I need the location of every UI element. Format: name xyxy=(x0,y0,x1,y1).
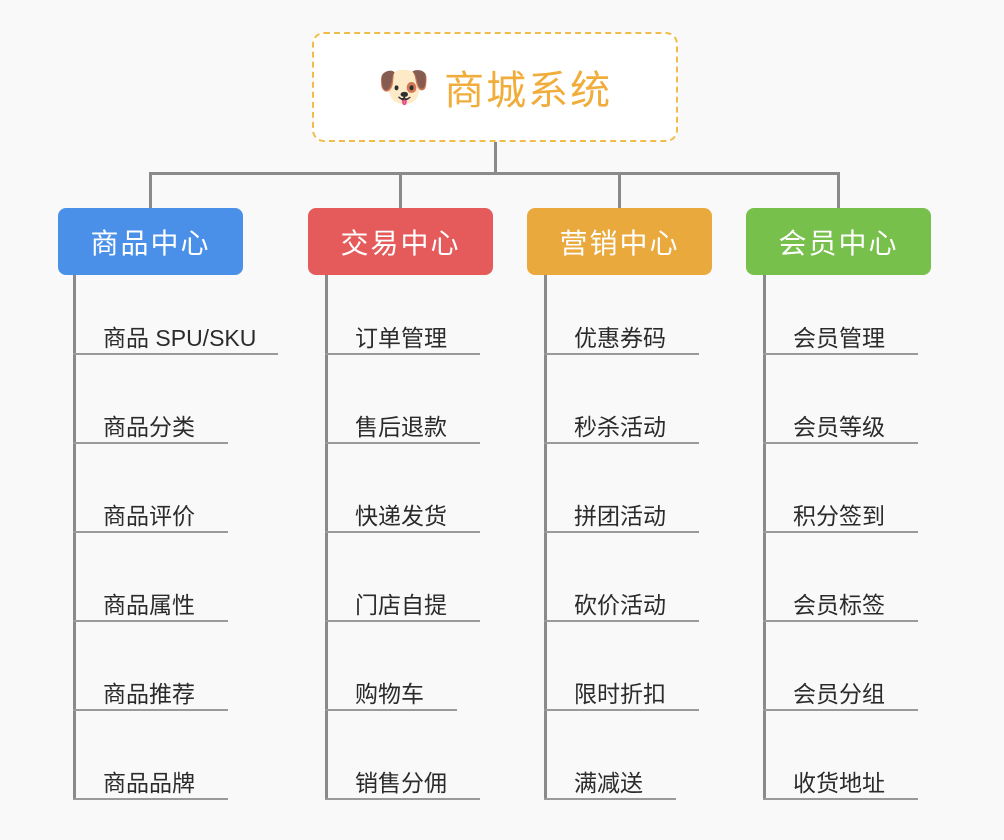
leaf-item[interactable]: 拼团活动 xyxy=(544,485,699,533)
connector-segment xyxy=(618,172,621,208)
leaf-label: 会员管理 xyxy=(793,324,885,351)
leaf-item[interactable]: 商品评价 xyxy=(73,485,228,533)
branch-trunk-trade-center xyxy=(325,275,328,800)
leaf-label: 会员等级 xyxy=(793,413,885,440)
leaf-label: 积分签到 xyxy=(793,502,885,529)
leaf-label: 限时折扣 xyxy=(574,680,666,707)
leaf-item[interactable]: 门店自提 xyxy=(325,574,480,622)
leaf-label: 满减送 xyxy=(574,769,643,796)
leaf-item[interactable]: 限时折扣 xyxy=(544,663,699,711)
leaf-item[interactable]: 订单管理 xyxy=(325,307,480,355)
leaf-item[interactable]: 会员管理 xyxy=(763,307,918,355)
branch-node-member-center[interactable]: 会员中心 xyxy=(746,208,931,275)
leaf-item[interactable]: 会员等级 xyxy=(763,396,918,444)
dog-face-icon: 🐶 xyxy=(377,63,431,110)
leaf-item[interactable]: 会员分组 xyxy=(763,663,918,711)
leaf-label: 秒杀活动 xyxy=(574,413,666,440)
leaf-label: 商品推荐 xyxy=(103,680,195,707)
branch-label: 会员中心 xyxy=(778,227,899,259)
leaf-item[interactable]: 秒杀活动 xyxy=(544,396,699,444)
leaf-label: 砍价活动 xyxy=(574,591,666,618)
leaf-item[interactable]: 售后退款 xyxy=(325,396,480,444)
leaf-item[interactable]: 砍价活动 xyxy=(544,574,699,622)
branch-label: 营销中心 xyxy=(559,227,680,259)
leaf-item[interactable]: 收货地址 xyxy=(763,752,918,800)
root-node[interactable]: 🐶 商城系统 xyxy=(312,32,678,142)
branch-node-trade-center[interactable]: 交易中心 xyxy=(308,208,493,275)
connector-segment xyxy=(149,172,152,208)
leaf-item[interactable]: 销售分佣 xyxy=(325,752,480,800)
connector-segment xyxy=(399,172,402,208)
leaf-label: 商品评价 xyxy=(103,502,195,529)
leaf-label: 门店自提 xyxy=(355,591,447,618)
leaf-item[interactable]: 商品推荐 xyxy=(73,663,228,711)
leaf-label: 拼团活动 xyxy=(574,502,666,529)
leaf-label: 商品属性 xyxy=(103,591,195,618)
branch-label: 商品中心 xyxy=(90,227,211,259)
leaf-label: 会员标签 xyxy=(793,591,885,618)
connector-segment xyxy=(837,172,840,208)
branch-trunk-marketing-center xyxy=(544,275,547,800)
leaf-label: 订单管理 xyxy=(355,324,447,351)
root-title: 商城系统 xyxy=(444,69,613,113)
branch-trunk-product-center xyxy=(73,275,76,800)
leaf-label: 快递发货 xyxy=(355,502,447,529)
branch-node-product-center[interactable]: 商品中心 xyxy=(58,208,243,275)
leaf-item[interactable]: 会员标签 xyxy=(763,574,918,622)
branch-trunk-member-center xyxy=(763,275,766,800)
leaf-label: 购物车 xyxy=(355,680,424,707)
leaf-label: 商品 SPU/SKU xyxy=(103,324,257,351)
leaf-item[interactable]: 积分签到 xyxy=(763,485,918,533)
leaf-label: 收货地址 xyxy=(793,769,885,796)
leaf-label: 商品品牌 xyxy=(103,769,195,796)
leaf-label: 优惠券码 xyxy=(574,324,666,351)
leaf-label: 商品分类 xyxy=(103,413,195,440)
leaf-item[interactable]: 商品 SPU/SKU xyxy=(73,307,278,355)
connector-segment xyxy=(149,172,840,175)
leaf-label: 销售分佣 xyxy=(355,769,447,796)
leaf-item[interactable]: 商品分类 xyxy=(73,396,228,444)
leaf-item[interactable]: 满减送 xyxy=(544,752,676,800)
leaf-item[interactable]: 购物车 xyxy=(325,663,457,711)
leaf-label: 售后退款 xyxy=(355,413,447,440)
leaf-label: 会员分组 xyxy=(793,680,885,707)
branch-label: 交易中心 xyxy=(340,227,461,259)
leaf-item[interactable]: 商品属性 xyxy=(73,574,228,622)
connector-segment xyxy=(493,142,497,175)
leaf-item[interactable]: 商品品牌 xyxy=(73,752,228,800)
leaf-item[interactable]: 快递发货 xyxy=(325,485,480,533)
leaf-item[interactable]: 优惠券码 xyxy=(544,307,699,355)
branch-node-marketing-center[interactable]: 营销中心 xyxy=(527,208,712,275)
